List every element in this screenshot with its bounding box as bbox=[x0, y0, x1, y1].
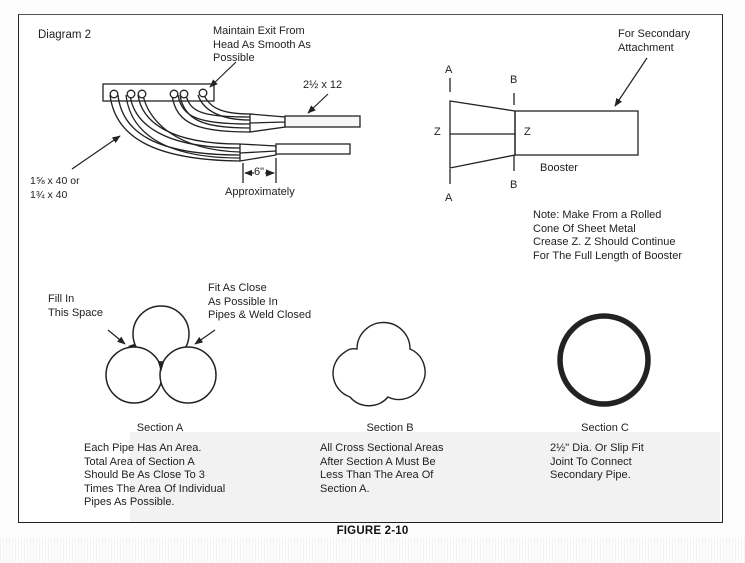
secondary-pipe-lower bbox=[275, 143, 351, 155]
primary-pipe bbox=[142, 94, 241, 153]
section-a-label: Section A bbox=[136, 422, 184, 434]
crease-label-left: Z bbox=[434, 126, 441, 138]
primary-pipe bbox=[137, 94, 241, 145]
primary-pipe bbox=[109, 94, 241, 162]
section-c-ring bbox=[557, 313, 651, 407]
cylinder-head-flange bbox=[102, 83, 215, 102]
section-b-drawing bbox=[332, 321, 426, 407]
pipe-circle bbox=[159, 346, 217, 404]
lower-collector-taper bbox=[239, 143, 277, 162]
overlap-note-label: Approximately bbox=[225, 186, 295, 198]
diagram-title: Diagram 2 bbox=[38, 29, 92, 41]
section-b-marker-top: B bbox=[510, 74, 518, 86]
header-callout-arrows bbox=[71, 61, 329, 170]
section-a-marker-top: A bbox=[445, 64, 453, 76]
booster-tube bbox=[514, 110, 639, 156]
booster-label: Booster bbox=[540, 162, 578, 174]
section-b-label: Section B bbox=[366, 422, 414, 434]
section-c-label: Section C bbox=[581, 422, 629, 434]
pipe-circle bbox=[105, 346, 163, 404]
section-a-drawing bbox=[105, 305, 217, 404]
section-b-description: All Cross Sectional Areas After Section … bbox=[320, 442, 444, 495]
crease-label-right: Z bbox=[524, 126, 531, 138]
primary-pipe bbox=[171, 94, 251, 133]
primary-pipe bbox=[129, 94, 241, 149]
secondary-pipe-upper bbox=[284, 115, 361, 128]
section-a-marker-bottom: A bbox=[445, 192, 453, 204]
page-background-texture bbox=[0, 538, 745, 563]
fit-close-callout: Fit As Close As Possible In Pipes & Weld… bbox=[208, 282, 312, 321]
section-a-description: Each Pipe Has An Area. Total Area of Sec… bbox=[84, 442, 226, 508]
section-c-description: 2½" Dia. Or Slip Fit Joint To Connect Se… bbox=[550, 442, 644, 481]
figure-caption: FIGURE 2-10 bbox=[336, 525, 409, 537]
primary-pipe bbox=[197, 94, 251, 121]
section-c-drawing bbox=[557, 313, 651, 407]
section-b-marker-bottom: B bbox=[510, 179, 518, 191]
primary-pipe bbox=[177, 94, 251, 125]
overlap-dimension-label: 6" bbox=[254, 166, 265, 178]
primary-pipe bbox=[117, 94, 241, 156]
booster-note: Note: Make From a Rolled Cone Of Sheet M… bbox=[533, 209, 682, 262]
upper-collector-taper bbox=[249, 113, 286, 133]
fill-in-callout: Fill In This Space bbox=[48, 293, 104, 319]
section-b-outline bbox=[332, 321, 426, 407]
primary-pipe bbox=[125, 94, 241, 159]
exhaust-header-drawing bbox=[102, 83, 361, 183]
primary-pipe bbox=[179, 94, 251, 129]
primary-pipe-size-label: 1⅝ x 40 or 1¾ x 40 bbox=[30, 175, 80, 201]
primary-pipe bbox=[203, 94, 251, 115]
secondary-attachment-note: For Secondary Attachment bbox=[618, 28, 691, 54]
booster-drawing bbox=[449, 57, 648, 184]
secondary-pipe-size-label: 2½ x 12 bbox=[303, 79, 343, 91]
exit-note-label: Maintain Exit From Head As Smooth As Pos… bbox=[213, 25, 311, 64]
primary-pipe bbox=[185, 94, 251, 118]
scan-shading bbox=[130, 432, 720, 522]
